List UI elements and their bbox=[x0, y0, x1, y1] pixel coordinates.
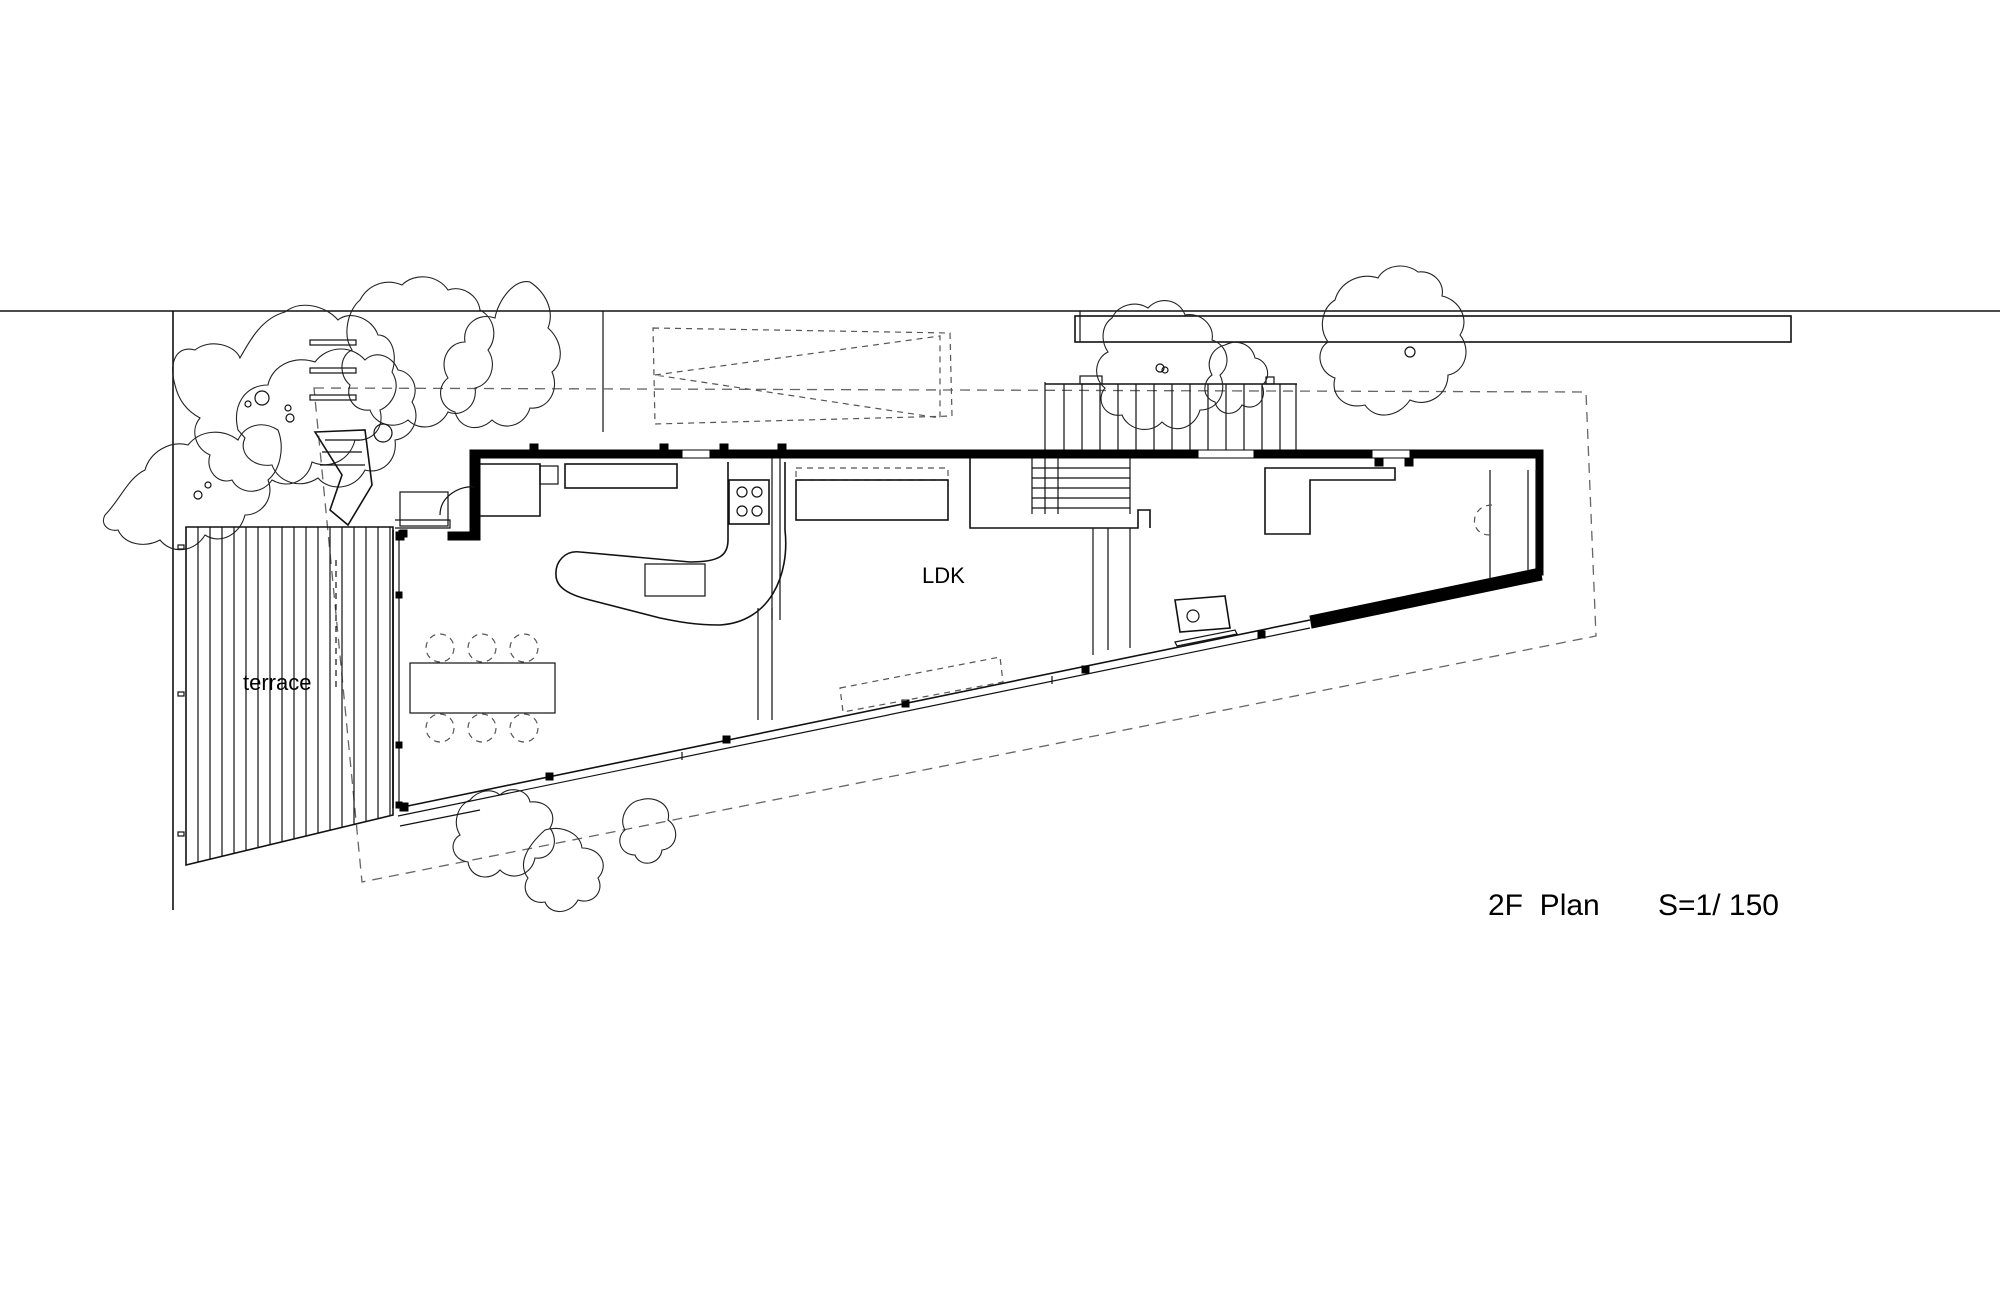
kitchen bbox=[480, 458, 787, 720]
upper-storage bbox=[795, 467, 949, 521]
stepping-stones bbox=[309, 339, 373, 527]
top-wall-windows bbox=[681, 449, 1411, 459]
room-label-ldk: LDK bbox=[922, 563, 965, 588]
room-label-terrace: terrace bbox=[243, 670, 311, 695]
plan-scale: S=1/ 150 bbox=[1658, 889, 1779, 922]
neighbor-structure bbox=[1074, 311, 1792, 343]
interior-stair bbox=[969, 458, 1151, 655]
sofa-outline bbox=[839, 656, 1004, 713]
exterior-stair bbox=[1044, 375, 1297, 456]
tree-canopies bbox=[102, 265, 1467, 913]
site-boundary bbox=[0, 310, 2000, 910]
building-walls bbox=[447, 443, 1544, 629]
east-glazing bbox=[1527, 470, 1537, 570]
tree-trunks bbox=[193, 346, 1416, 500]
entry-storage bbox=[395, 486, 476, 538]
dining-set bbox=[409, 633, 556, 743]
roof-outline-dashed bbox=[313, 387, 1597, 883]
car-outline bbox=[652, 327, 953, 425]
west-glazing bbox=[392, 530, 405, 809]
south-glazing bbox=[397, 619, 1311, 827]
east-fixtures bbox=[1174, 467, 1493, 647]
plan-title: 2F Plan bbox=[1488, 889, 1600, 922]
terrace-deck bbox=[177, 526, 394, 867]
